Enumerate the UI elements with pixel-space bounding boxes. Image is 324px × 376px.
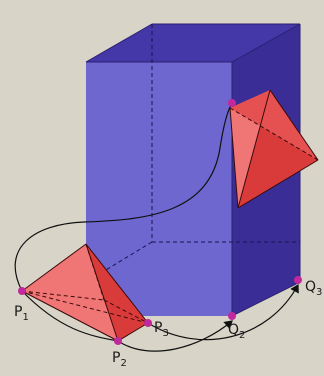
point-q2	[228, 312, 236, 320]
curve-p3-q3	[147, 283, 299, 341]
points	[18, 99, 302, 345]
pyramid-lower-face-right	[86, 244, 148, 341]
box-top-face	[86, 24, 300, 62]
trajectory-curves	[14, 102, 299, 352]
curve-p1-p2	[21, 290, 119, 342]
label-p2: P2	[112, 350, 127, 369]
pyramid-upper-face-top	[230, 90, 318, 160]
label-p1: P1	[14, 304, 29, 323]
point-p1	[18, 287, 26, 295]
label-p3: P3	[154, 320, 169, 339]
point-top	[228, 99, 236, 107]
box	[85, 23, 301, 317]
point-p3	[144, 319, 152, 327]
point-p2	[114, 337, 122, 345]
pyramid-upper	[229, 89, 319, 209]
curve-p1-upper	[14, 102, 233, 292]
label-q3: Q3	[305, 279, 322, 298]
pyramid-lower	[21, 243, 149, 342]
curve-p2-q2	[117, 320, 233, 352]
point-q3	[294, 276, 302, 284]
label-q2: Q2	[228, 322, 245, 341]
pyramid-upper-face-dark	[238, 90, 318, 208]
point-labels: P1 P2 P3 Q2 Q3	[14, 279, 322, 369]
box-front-face	[86, 62, 232, 316]
